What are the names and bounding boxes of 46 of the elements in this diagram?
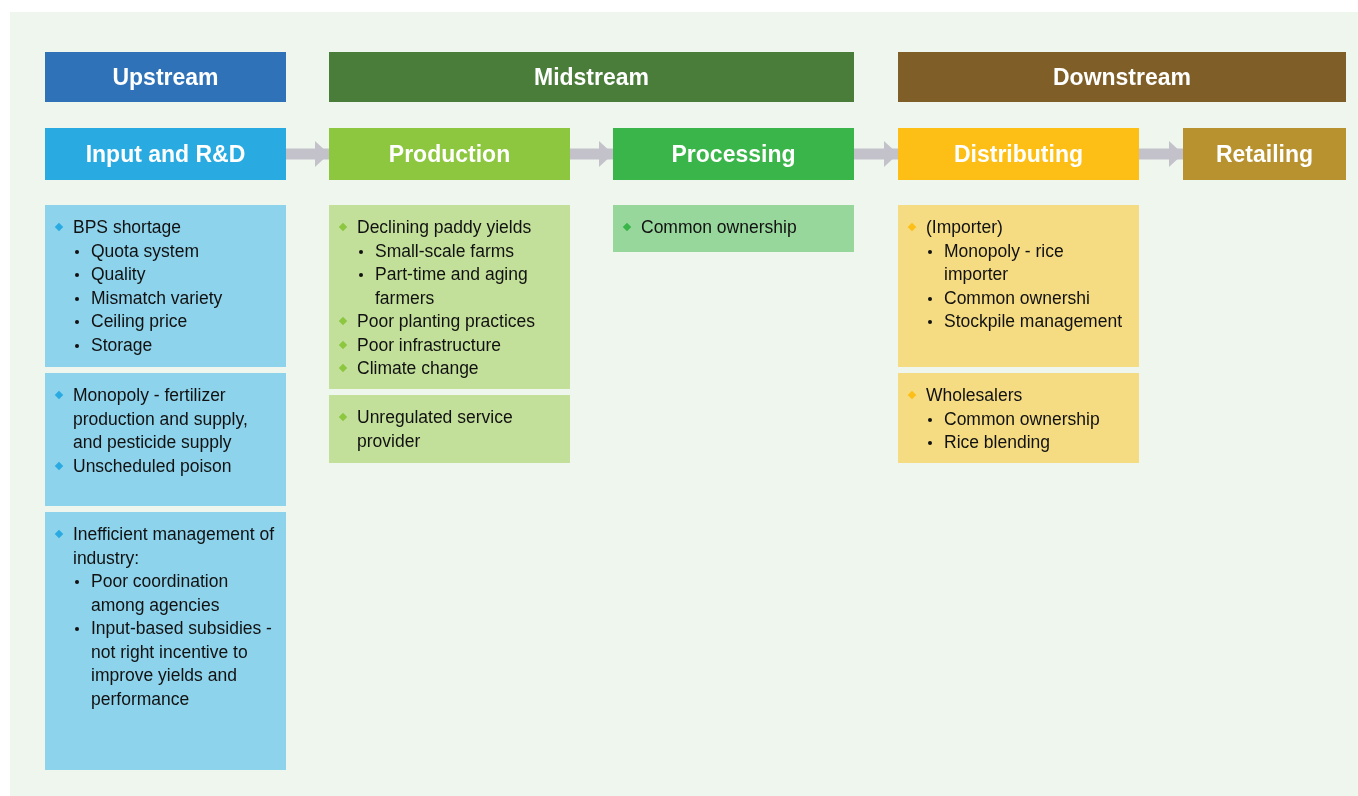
sub-bullet-item: Common ownershi (926, 286, 1131, 310)
bullet-item: Declining paddy yields (339, 216, 562, 240)
sub-bullet-item: Monopoly - rice importer (926, 239, 1131, 287)
bullet-item: Poor planting practices (339, 310, 562, 334)
sub-bullet-item: Input-based subsidies - not right incentive to improve yields and performance (73, 617, 278, 711)
issue-box (329, 205, 570, 389)
sub-bullet-item: Mismatch variety (73, 286, 278, 310)
section-header: Upstream (45, 52, 286, 102)
sub-bullet-item: Poor coordination among agencies (73, 570, 278, 617)
section-header: Downstream (898, 52, 1346, 102)
sub-bullet-item: Storage (73, 333, 278, 357)
stage-box: Retailing (1183, 128, 1346, 180)
bullet-item: (Importer) (908, 216, 1131, 240)
stage-box: Processing (613, 128, 854, 180)
bullet-item: Inefficient management of industry: (55, 523, 278, 570)
arrow (570, 141, 613, 167)
issue-box (613, 205, 854, 252)
arrow (1139, 141, 1183, 167)
sub-bullet-item: Small-scale farms (357, 239, 562, 263)
bullet-item: Climate change (339, 357, 562, 381)
stage-box: Distributing (898, 128, 1139, 180)
bullet-item: Unscheduled poison (55, 454, 278, 478)
sub-bullet-item: Ceiling price (73, 310, 278, 334)
sub-bullet-item: Quality (73, 263, 278, 287)
arrow (854, 141, 898, 167)
issue-box (898, 373, 1139, 463)
bullet-item: Poor infrastructure (339, 333, 562, 357)
bullet-item: Wholesalers (908, 384, 1131, 408)
issue-box (45, 373, 286, 506)
sub-bullet-item: Part-time and aging farmers (357, 263, 562, 310)
issue-box (329, 395, 570, 463)
stage-box: Input and R&D (45, 128, 286, 180)
arrow (286, 141, 329, 167)
stage-box: Production (329, 128, 570, 180)
sub-bullet-item: Rice blending (926, 431, 1131, 455)
issue-box (45, 205, 286, 367)
sub-bullet-item: Stockpile management (926, 310, 1131, 334)
bullet-item: BPS shortage (55, 216, 278, 240)
issue-box (898, 205, 1139, 367)
sub-bullet-item: Quota system (73, 239, 278, 263)
bullet-item: Common ownership (623, 216, 846, 240)
bullet-item: Unregulated service provider (339, 406, 562, 453)
bullet-item: Monopoly - fertilizer production and supply, and pesticide supply (55, 384, 278, 455)
section-header: Midstream (329, 52, 854, 102)
sub-bullet-item: Common ownership (926, 407, 1131, 431)
issue-box (45, 512, 286, 770)
